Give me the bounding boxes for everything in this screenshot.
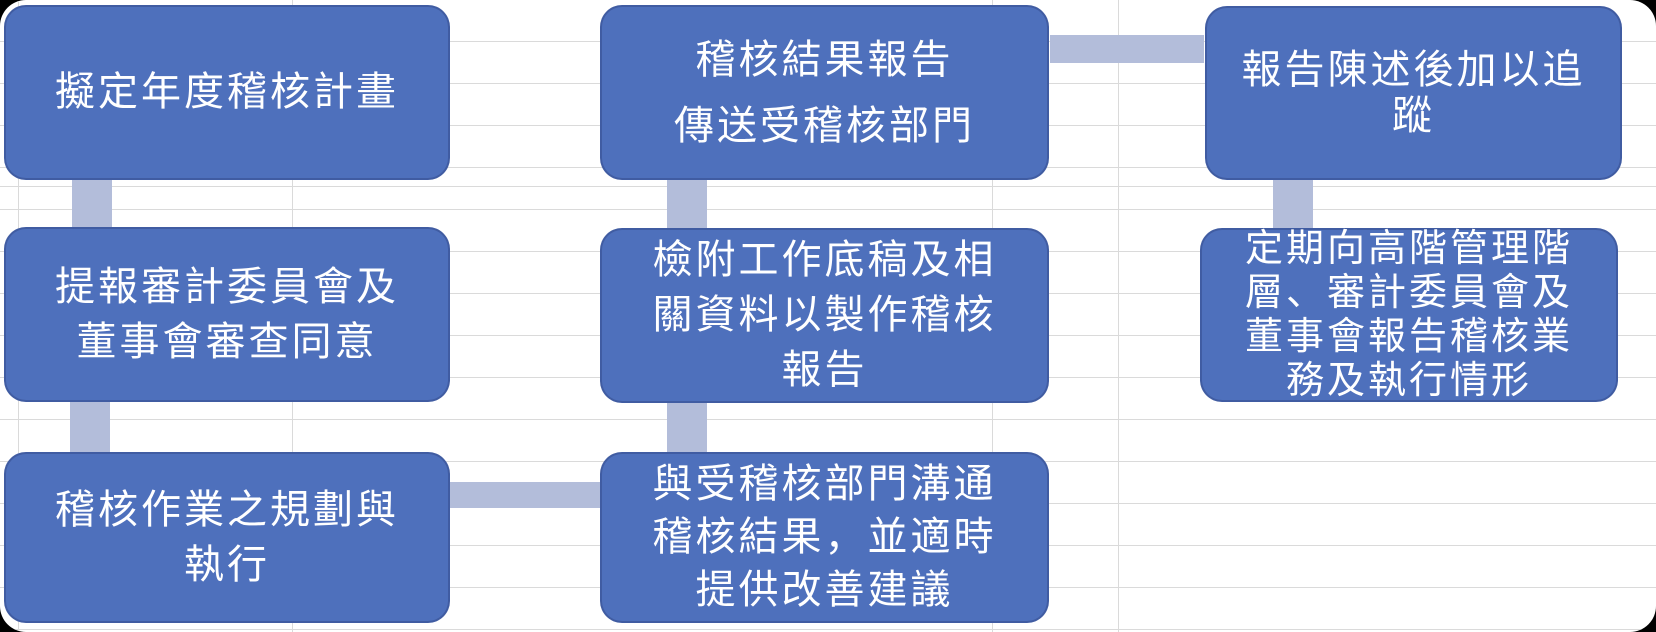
- flow-step-draft-annual-audit-plan[interactable]: 擬定年度稽核計畫: [4, 5, 450, 180]
- step-text-line: 檢附工作底稿及相: [652, 238, 997, 282]
- connector-step1-step2[interactable]: [72, 179, 112, 229]
- step-text-line: 與受稽核部門溝通: [652, 462, 997, 506]
- step-text-line: 報告: [781, 348, 868, 392]
- step-text-line: 提供改善建議: [695, 568, 954, 612]
- step-text-line: 報告陳述後加以追: [1241, 48, 1586, 92]
- connector-step2-step3[interactable]: [70, 401, 110, 453]
- flow-step-submit-to-audit-committee-and-board[interactable]: 提報審計委員會及 董事會審查同意: [4, 227, 450, 402]
- step-text-line: 務及執行情形: [1285, 360, 1532, 402]
- step-text-line: 定期向高階管理階: [1244, 228, 1573, 270]
- step-text-line: 提報審計委員會及: [55, 264, 399, 309]
- gridline-horizontal: [0, 186, 1656, 187]
- step-text-line: 蹤: [1392, 94, 1435, 138]
- flow-step-send-report-to-audited-department[interactable]: 稽核結果報告 傳送受稽核部門: [600, 5, 1049, 180]
- connector-step3-step4[interactable]: [450, 482, 602, 508]
- flow-step-periodic-reporting-to-management-and-board[interactable]: 定期向高階管理階 層、審計委員會及 董事會報告稽核業 務及執行情形: [1200, 228, 1618, 402]
- step-text-line: 董事會報告稽核業: [1244, 316, 1573, 358]
- connector-step4-step5[interactable]: [667, 402, 707, 453]
- step-text-line: 擬定年度稽核計畫: [55, 70, 399, 114]
- connector-step5-step6[interactable]: [667, 179, 707, 229]
- flow-step-audit-planning-and-execution[interactable]: 稽核作業之規劃與 執行: [4, 452, 450, 623]
- step-text-line: 稽核結果報告: [695, 37, 954, 82]
- connector-step6-step7[interactable]: [1050, 35, 1204, 63]
- step-text-line: 稽核作業之規劃與: [55, 487, 399, 532]
- gridline-vertical: [1118, 0, 1119, 632]
- step-text-line: 關資料以製作稽核: [652, 293, 997, 337]
- step-text-line: 層、審計委員會及: [1244, 272, 1573, 314]
- flow-step-communicate-results-suggest-improvements[interactable]: 與受稽核部門溝通 稽核結果，並適時 提供改善建議: [600, 452, 1049, 623]
- flow-step-prepare-audit-report-with-working-papers[interactable]: 檢附工作底稿及相 關資料以製作稽核 報告: [600, 228, 1049, 403]
- flow-step-follow-up-after-report[interactable]: 報告陳述後加以追 蹤: [1205, 6, 1622, 180]
- step-text-line: 董事會審查同意: [76, 319, 378, 364]
- step-text-line: 稽核結果，並適時: [652, 515, 997, 559]
- connector-step7-step8[interactable]: [1273, 179, 1313, 229]
- step-text-line: 執行: [184, 542, 270, 587]
- step-text-line: 傳送受稽核部門: [674, 103, 975, 148]
